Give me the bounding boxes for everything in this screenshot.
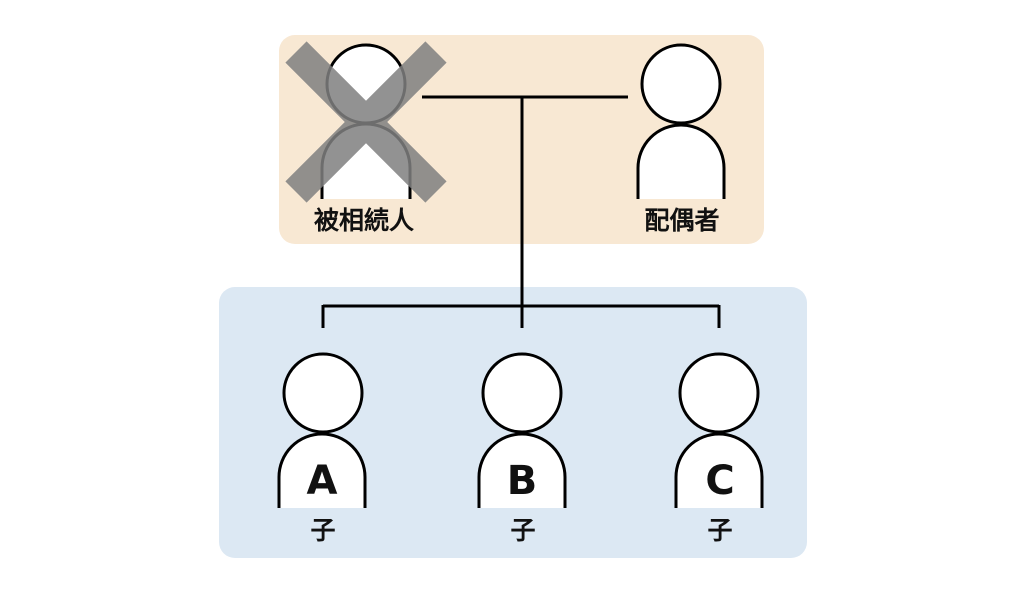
child-c-letter: C xyxy=(705,458,734,504)
spouse-person-icon xyxy=(636,43,726,199)
child-b-body xyxy=(477,432,567,508)
child-c-head xyxy=(678,352,760,434)
child-a-label: 子 xyxy=(310,516,335,545)
child-c-person-icon xyxy=(674,352,764,508)
deceased-label: 被相続人 xyxy=(314,206,414,235)
child-b-letter: B xyxy=(507,458,538,504)
child-b-head xyxy=(481,352,563,434)
child-a-letter: A xyxy=(307,458,338,504)
child-c-body xyxy=(674,432,764,508)
family-connectors xyxy=(321,95,721,328)
child-a-body xyxy=(277,432,367,508)
spouse-label: 配偶者 xyxy=(644,206,719,235)
child-c-label: 子 xyxy=(707,516,732,545)
child-b-person-icon xyxy=(477,352,567,508)
child-a-person-icon xyxy=(277,352,367,508)
deceased-cross-icon xyxy=(285,41,447,203)
child-b-label: 子 xyxy=(510,516,535,545)
spouse-body xyxy=(636,123,726,199)
spouse-head xyxy=(640,43,722,125)
child-a-head xyxy=(282,352,364,434)
